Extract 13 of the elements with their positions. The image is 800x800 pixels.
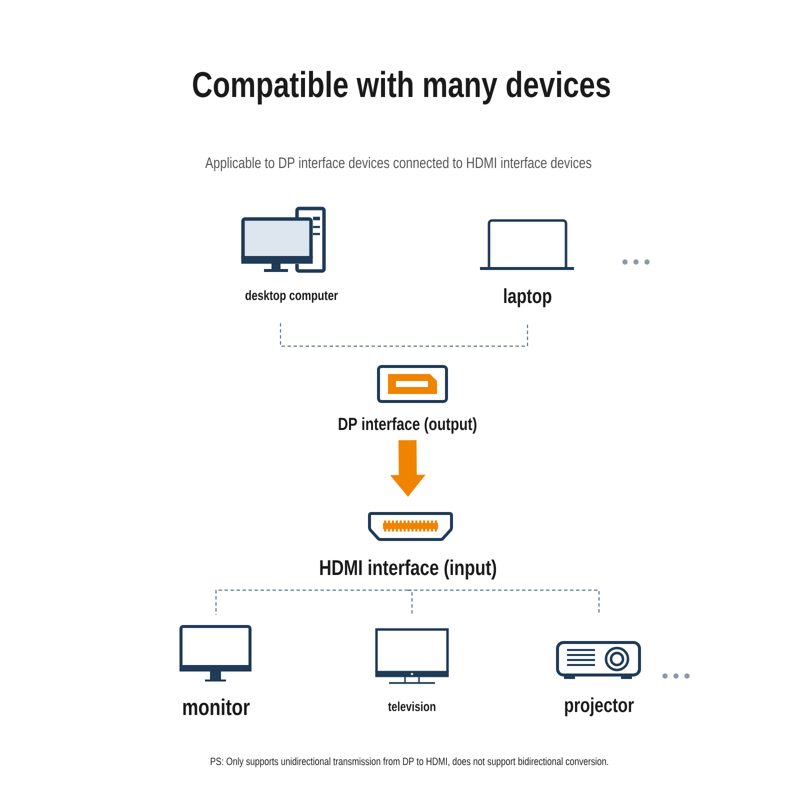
- device-label: projector: [565, 697, 634, 716]
- port-label: DP interface (output): [338, 417, 476, 434]
- device-label: monitor: [183, 698, 250, 716]
- device-label: desktop computer: [245, 290, 338, 303]
- footnote: PS: Only supports unidirectional transmission from DP to HDMI, does not support bidirectional conversion.: [210, 757, 608, 768]
- device-label: television: [388, 702, 436, 712]
- title: Compatible with many devices: [193, 70, 610, 104]
- connector-line: [215, 590, 408, 615]
- subtitle: Applicable to DP interface devices connected to HDMI interface devices: [205, 157, 592, 172]
- port-label: HDMI interface (input): [320, 560, 496, 580]
- connector-line: [408, 590, 600, 615]
- device-label: laptop: [504, 288, 552, 308]
- connector-line: [280, 323, 528, 347]
